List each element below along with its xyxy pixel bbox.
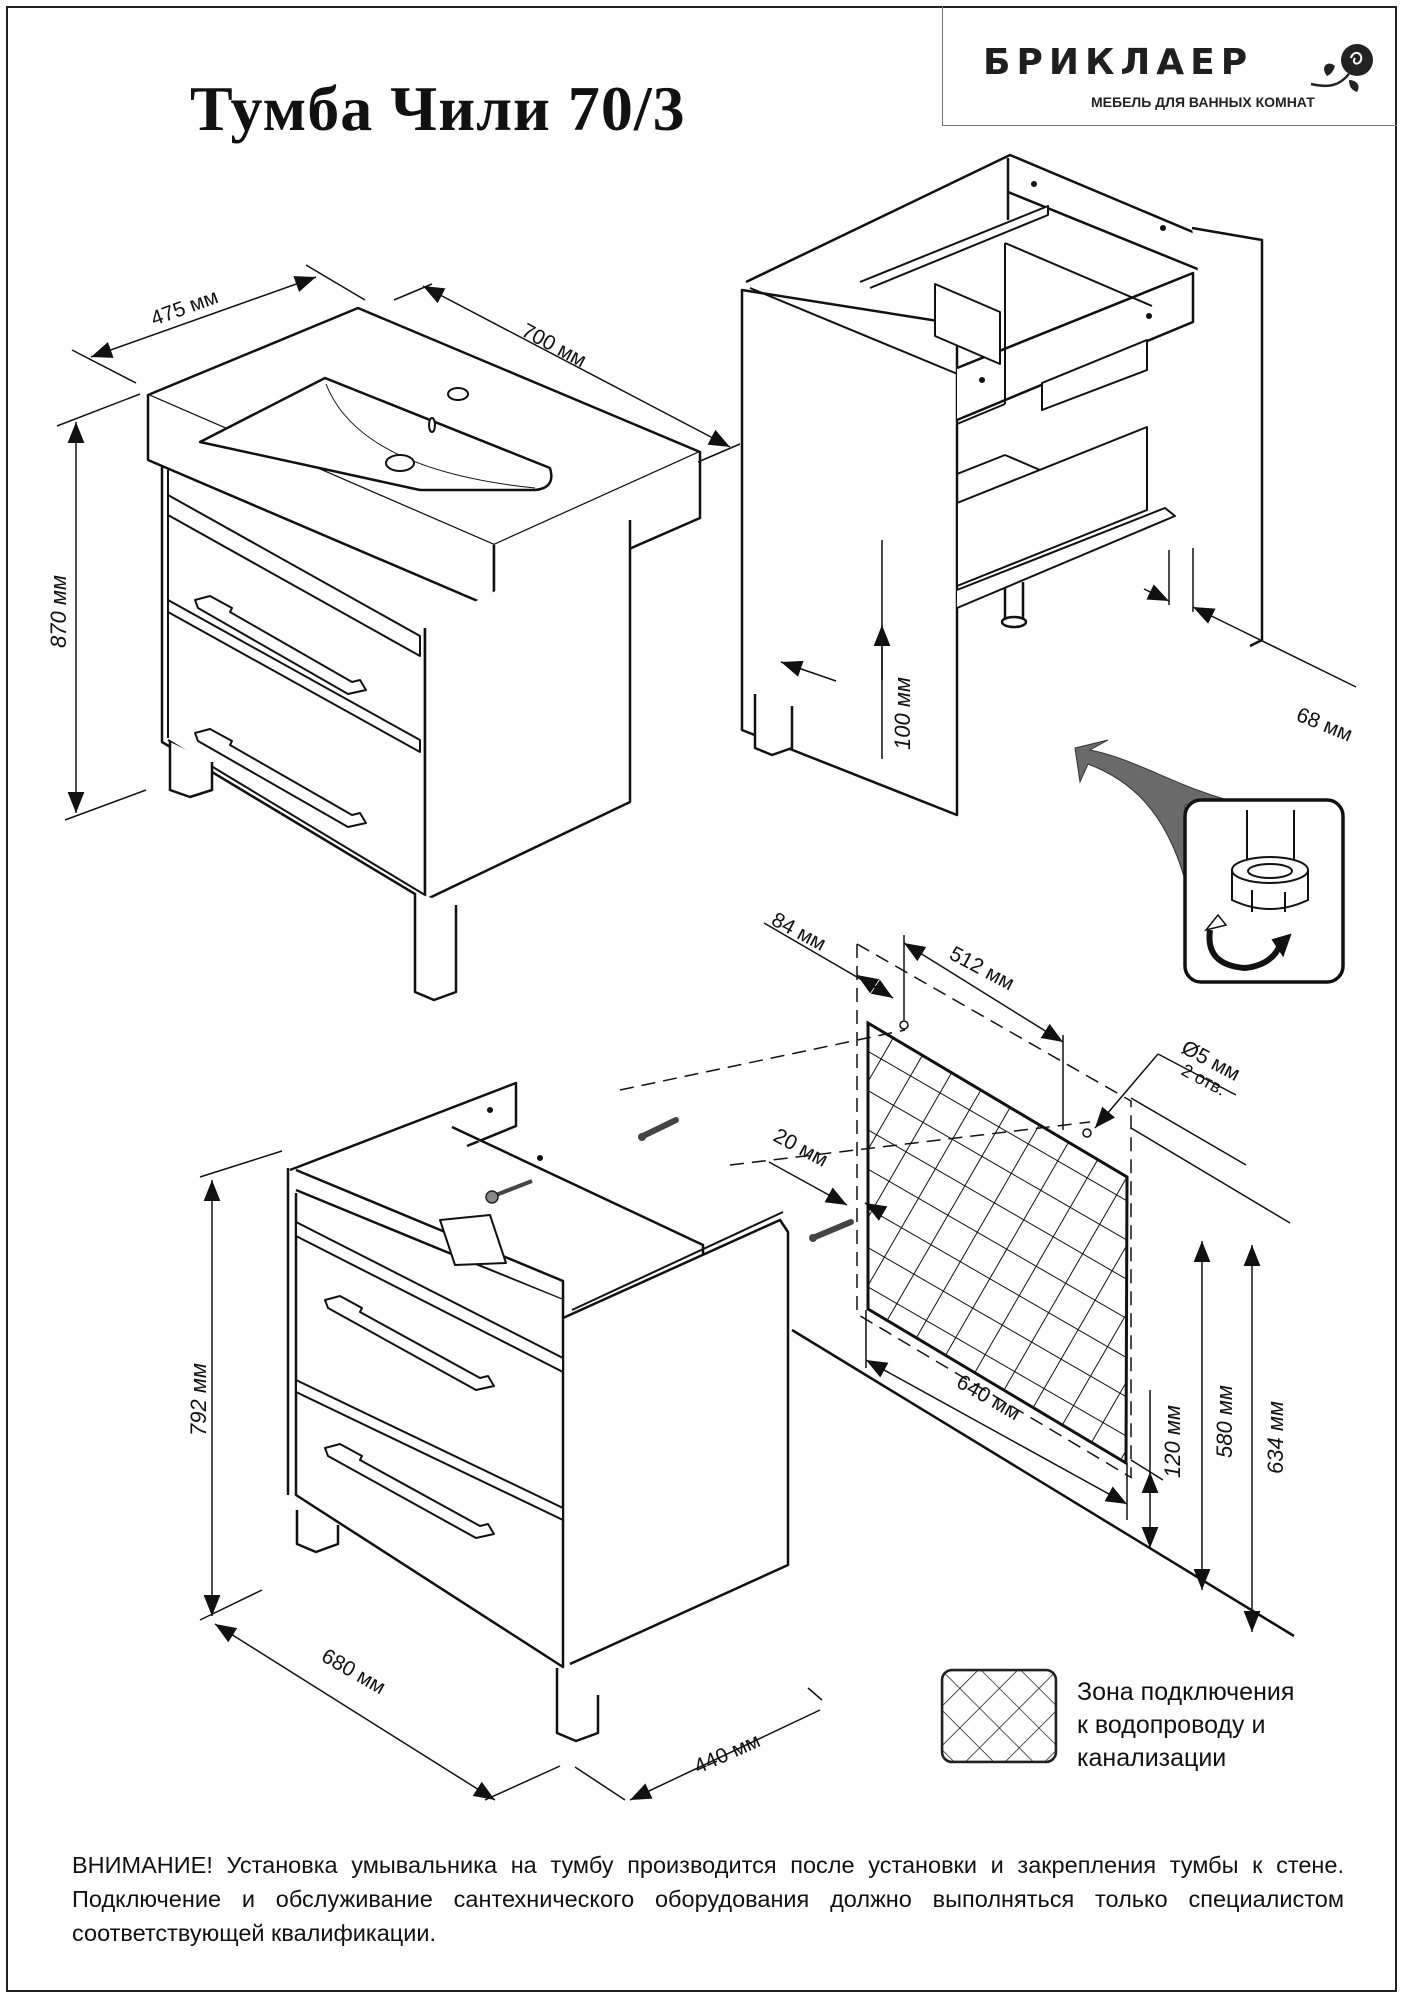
drawer-1: [167, 494, 421, 657]
screw: [485, 1179, 533, 1204]
frame-divider: [934, 283, 1001, 365]
cabinet-side: [423, 520, 632, 902]
legend-line: Зона подключения: [1077, 1678, 1295, 1706]
dim-zone-bottom: 120 мм: [1160, 1405, 1185, 1478]
dim-foot-offset: 68 мм: [1293, 703, 1355, 746]
legend-swatch: [940, 1668, 1058, 1769]
view-assembled-with-sink: [146, 306, 702, 1002]
dim-hole-offset: 84 мм: [768, 908, 830, 956]
leg-cabinet-right: [555, 1668, 600, 1743]
frame-drawer-box-lower: [956, 426, 1148, 587]
legend-label: Зона подключения к водопроводу и канализ…: [1077, 1676, 1294, 1775]
dim-cabinet-height: 792 мм: [186, 1363, 211, 1436]
cabinet-back-panel: [289, 1081, 518, 1172]
leg-left: [753, 694, 794, 757]
leg-cabinet-left: [295, 1510, 340, 1554]
mount-hole-1: [899, 1020, 909, 1030]
brand-logo: БРИКЛАЕР МЕБЕЛЬ ДЛЯ ВАННЫХ КОМНАТ: [942, 6, 1397, 126]
handle-4: [324, 1443, 495, 1539]
brand-tagline: МЕБЕЛЬ ДЛЯ ВАННЫХ КОМНАТ: [1091, 94, 1315, 110]
legend-line: канализации: [1077, 1744, 1227, 1772]
brand-name: БРИКЛАЕР: [983, 42, 1254, 83]
cabinet-front-panel: [294, 1193, 565, 1669]
frame-back-divider: [1004, 242, 1153, 307]
sink-bowl: [198, 376, 553, 492]
handle-3: [324, 1295, 495, 1391]
view-open-frame: [740, 153, 1264, 817]
dim-sink-width: 700 мм: [518, 319, 590, 372]
dim-cabinet-width: 680 мм: [318, 1644, 390, 1699]
page-title: Тумба Чили 70/3: [190, 73, 686, 144]
leg-front-left: [168, 742, 214, 799]
crosshatch-pattern-icon: [940, 1668, 1058, 1764]
adjustable-foot-rotate-icon: [1204, 810, 1309, 972]
page-frame: [6, 6, 1397, 1992]
dim-wall-gap: 20 мм: [770, 1124, 832, 1172]
cabinet-right-panel: [562, 1218, 790, 1666]
drawer-divider-2: [295, 1379, 564, 1521]
leg-front-right: [413, 893, 458, 1002]
dims-view3: [763, 922, 1291, 1632]
frame-right-side: [1191, 226, 1264, 648]
handle-1: [194, 595, 367, 695]
dim-total-height: 870 мм: [46, 575, 71, 648]
view-cabinet: [286, 1081, 790, 1743]
overflow-hole: [428, 417, 436, 433]
rose-icon: [1310, 44, 1373, 92]
frame-drawer-box-upper: [1041, 339, 1148, 411]
dowel-2: [809, 1219, 854, 1242]
dim-holes-height: 634 мм: [1263, 1401, 1288, 1474]
faucet-hole: [447, 387, 469, 401]
frame-rail-top: [859, 205, 1049, 289]
dims-view1: [56, 264, 741, 821]
handle-2: [194, 728, 367, 828]
frame-left-side: [740, 288, 959, 817]
inner-box: [439, 1214, 507, 1266]
frame-back-top: [745, 153, 1202, 284]
dim-hole-spacing: 512 мм: [946, 942, 1018, 995]
dims-view4: [199, 1150, 823, 1801]
sink-curve: [325, 383, 536, 489]
adjustable-foot-inset: [1074, 739, 1345, 984]
dowel-1: [638, 1117, 679, 1141]
dims-view2: [780, 540, 1357, 759]
dim-zone-top: 580 мм: [1212, 1385, 1237, 1458]
legend-line: к водопроводу и: [1077, 1711, 1266, 1739]
drain-hole: [385, 454, 415, 472]
frame-bottom-shelf: [956, 507, 1176, 609]
drawer-divider-1: [295, 1221, 564, 1373]
cabinet-top-rail: [286, 1168, 565, 1495]
dim-cabinet-depth: 440 мм: [691, 1729, 764, 1778]
dim-leg-height: 100 мм: [890, 677, 915, 750]
leg-adjustable: [1003, 582, 1025, 620]
curved-arrow-pointer: [1074, 739, 1248, 881]
warning-notice: ВНИМАНИЕ! Установка умывальника на тумбу…: [72, 1852, 1344, 1946]
mount-hole-2: [1082, 1128, 1092, 1138]
